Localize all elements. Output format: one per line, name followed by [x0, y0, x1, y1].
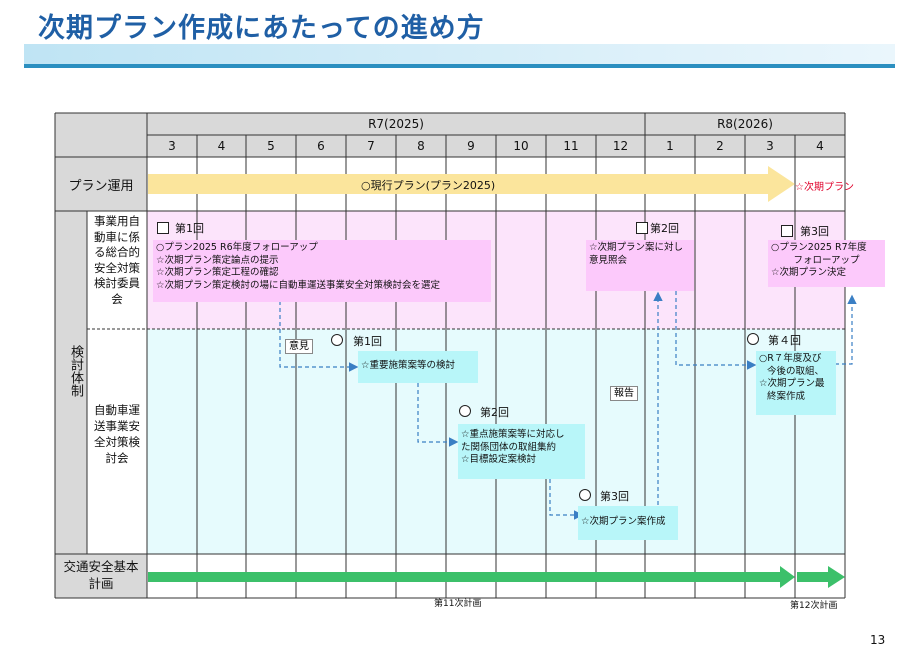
- transport-meeting-3-label: 第3回: [600, 490, 629, 503]
- meeting-circle-icon: [331, 334, 343, 346]
- year-header-r8: R8(2026): [717, 117, 773, 131]
- title-underline-bar: [24, 44, 895, 68]
- month-header: 12: [612, 139, 629, 153]
- meeting-circle-icon: [459, 405, 471, 417]
- box-line: 今後の取組、: [767, 365, 825, 377]
- meeting-circle-icon: [747, 333, 759, 345]
- committee-meeting-1-box: ○プラン2025 R6年度フォローアップ ☆次期プラン策定論点の提示 ☆次期プラ…: [153, 240, 491, 302]
- transport-meeting-1-label: 第1回: [353, 335, 382, 348]
- transport-meeting-2-box: ☆重点施策案等に対応し た関係団体の取組集約 ☆目標設定案検討: [458, 424, 585, 479]
- box-line: 意見照会: [589, 254, 628, 266]
- month-header: 2: [716, 139, 724, 153]
- year-header-r7: R7(2025): [368, 117, 424, 131]
- committee-meeting-3-box: ○プラン2025 R7年度 フォローアップ ☆次期プラン決定: [768, 240, 885, 287]
- month-header: 6: [317, 139, 325, 153]
- meeting-square-icon: [781, 225, 793, 237]
- transport-meeting-3-box: ☆次期プラン案作成: [578, 506, 678, 540]
- box-line: ○プラン2025 R6年度フォローアップ: [156, 242, 318, 253]
- month-header: 4: [816, 139, 824, 153]
- transport-meeting-1-box: ☆重要施策案等の検討: [358, 351, 478, 383]
- transport-meeting-4-box: ○R７年度及び 今後の取組、 ☆次期プラン最 終案作成: [756, 351, 836, 415]
- month-header: 8: [417, 139, 425, 153]
- next-plan-label: ☆次期プラン: [795, 182, 854, 193]
- row-label-comprehensive-committee: 事業用自動車に係る総合的安全対策検討委員会: [94, 214, 140, 306]
- box-line: ☆次期プラン決定: [771, 267, 847, 278]
- committee-meeting-2-label: 第2回: [650, 222, 679, 235]
- row-label-plan-operation: プラン運用: [68, 178, 134, 194]
- month-header: 1: [666, 139, 674, 153]
- box-line: ☆目標設定案検討: [461, 454, 537, 465]
- month-header: 3: [766, 139, 774, 153]
- month-header: 4: [217, 139, 226, 153]
- opinion-tag: 意見: [285, 339, 313, 354]
- box-line: ○R７年度及び: [759, 353, 822, 364]
- page-number: 13: [870, 633, 886, 647]
- box-line: ☆次期プラン策定論点の提示: [156, 254, 279, 266]
- plan11-label: 第11次計画: [434, 599, 482, 609]
- month-header: 3: [168, 139, 176, 153]
- committee-meeting-1-label: 第1回: [175, 222, 204, 235]
- meeting-square-icon: [636, 222, 648, 234]
- month-header: 11: [563, 139, 579, 153]
- box-line: ☆次期プラン策定工程の確認: [156, 267, 279, 278]
- box-line: フォローアップ: [793, 254, 860, 266]
- committee-meeting-3-label: 第3回: [800, 225, 829, 238]
- meeting-square-icon: [157, 222, 169, 234]
- box-line: ☆次期プラン策定検討の場に自動車運送事業安全対策検討会を選定: [156, 279, 441, 291]
- row-label-committee-system: 検討体制: [68, 345, 83, 397]
- box-line: ☆次期プラン案作成: [581, 516, 666, 527]
- month-header: 5: [267, 139, 275, 153]
- transport-meeting-4-label: 第４回: [768, 334, 801, 347]
- committee-meeting-2-box: ☆次期プラン案に対し 意見照会: [586, 240, 694, 291]
- month-header: 10: [513, 139, 529, 153]
- box-line: ☆次期プラン案に対し: [589, 242, 684, 253]
- box-line: ○プラン2025 R7年度: [771, 242, 867, 253]
- box-line: ☆重要施策案等の検討: [361, 360, 456, 371]
- report-tag: 報告: [610, 386, 638, 401]
- row-label-basic-plan: 交通安全基本計画: [63, 559, 139, 591]
- box-line: 終案作成: [767, 390, 806, 402]
- month-header: 9: [467, 139, 475, 153]
- meeting-circle-icon: [579, 489, 591, 501]
- plan12-label: 第12次計画: [790, 601, 838, 611]
- month-header: 7: [367, 139, 375, 153]
- transport-meeting-2-label: 第2回: [480, 406, 509, 419]
- row-label-transport-committee: 自動車運送事業安全対策検討会: [94, 403, 140, 465]
- box-line: ☆次期プラン最: [759, 378, 825, 389]
- current-plan-label: ○現行プラン(プラン2025): [361, 179, 496, 192]
- box-line: た関係団体の取組集約: [461, 441, 557, 453]
- page-title: 次期プラン作成にあたっての進め方: [38, 13, 485, 44]
- box-line: ☆重点施策案等に対応し: [461, 429, 565, 440]
